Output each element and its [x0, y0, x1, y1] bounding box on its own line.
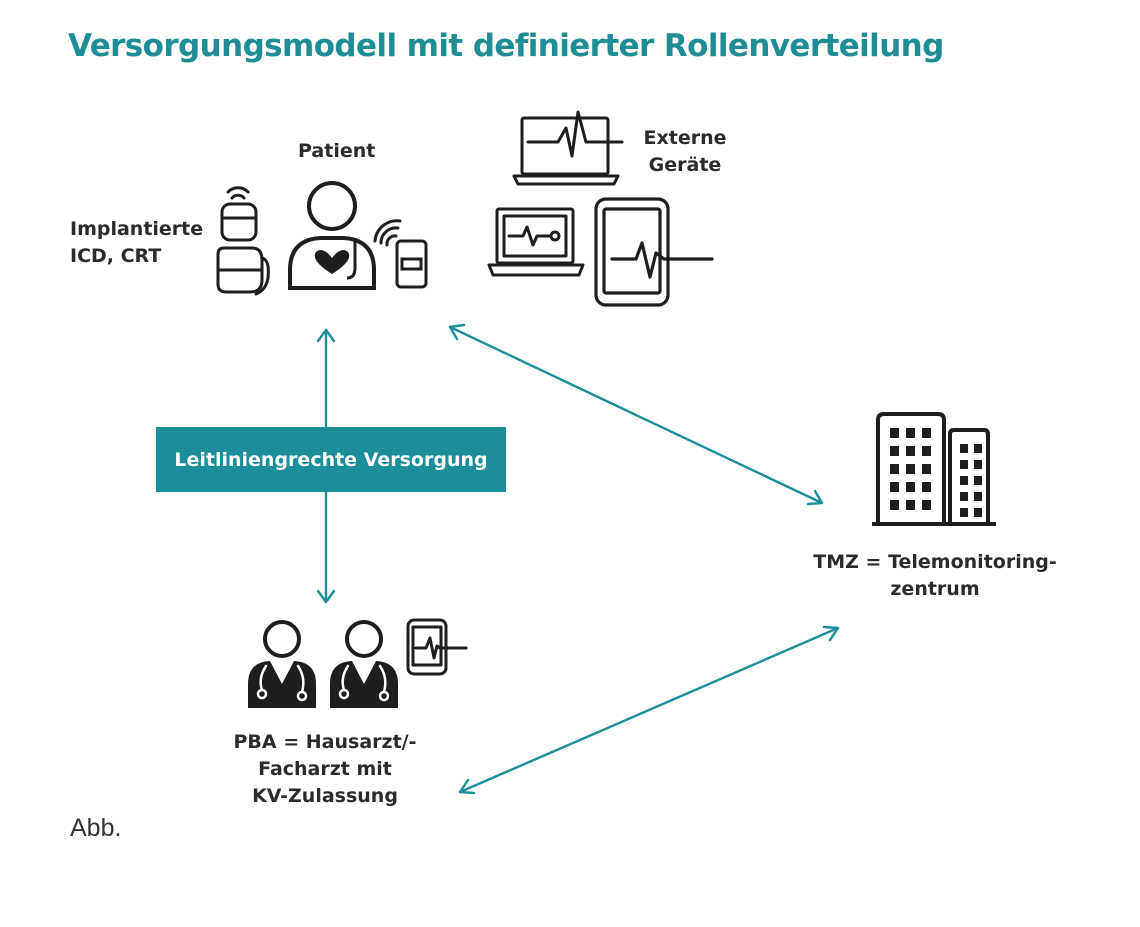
- tmz-label-line1: TMZ = Telemonitoring-: [813, 551, 1057, 573]
- pba-label-line1: PBA = Hausarzt/-: [233, 731, 417, 753]
- pba-label: PBA = Hausarzt/- Facharzt mit KV-Zulassu…: [200, 729, 450, 810]
- tablet-ecg-icon: [594, 197, 714, 307]
- doctor-icon: [330, 620, 398, 708]
- patient-icon: [288, 181, 376, 290]
- external-label-line1: Externe: [643, 127, 727, 149]
- laptop-ecg-icon: [512, 110, 624, 186]
- figure-caption: Abb.: [70, 814, 122, 842]
- arrow-patient-tmz: [448, 325, 824, 505]
- implant-label-line1: Implantierte: [70, 218, 204, 240]
- doctor-icon: [248, 620, 316, 708]
- pba-label-line2: Facharzt mit: [258, 758, 392, 780]
- implant-label: Implantierte ICD, CRT: [70, 216, 203, 270]
- external-devices-label: Externe Geräte: [640, 125, 730, 179]
- phone-ecg-icon: [406, 618, 468, 676]
- laptop-monitor-icon: [487, 207, 585, 277]
- building-icon: [872, 412, 996, 526]
- implant-label-line2: ICD, CRT: [70, 245, 162, 267]
- mobile-monitor-icon: [373, 219, 428, 289]
- implant-device-icon: [216, 186, 270, 296]
- pba-label-line3: KV-Zulassung: [252, 785, 398, 807]
- arrow-pba-tmz: [458, 626, 840, 794]
- page-title: Versorgungsmodell mit definierter Rollen…: [68, 28, 944, 64]
- guideline-care-banner: Leitliniengrechte Versorgung: [156, 427, 506, 492]
- tmz-label-line2: zentrum: [890, 578, 980, 600]
- patient-label: Patient: [298, 140, 376, 162]
- external-label-line2: Geräte: [648, 154, 722, 176]
- tmz-label: TMZ = Telemonitoring- zentrum: [810, 549, 1060, 603]
